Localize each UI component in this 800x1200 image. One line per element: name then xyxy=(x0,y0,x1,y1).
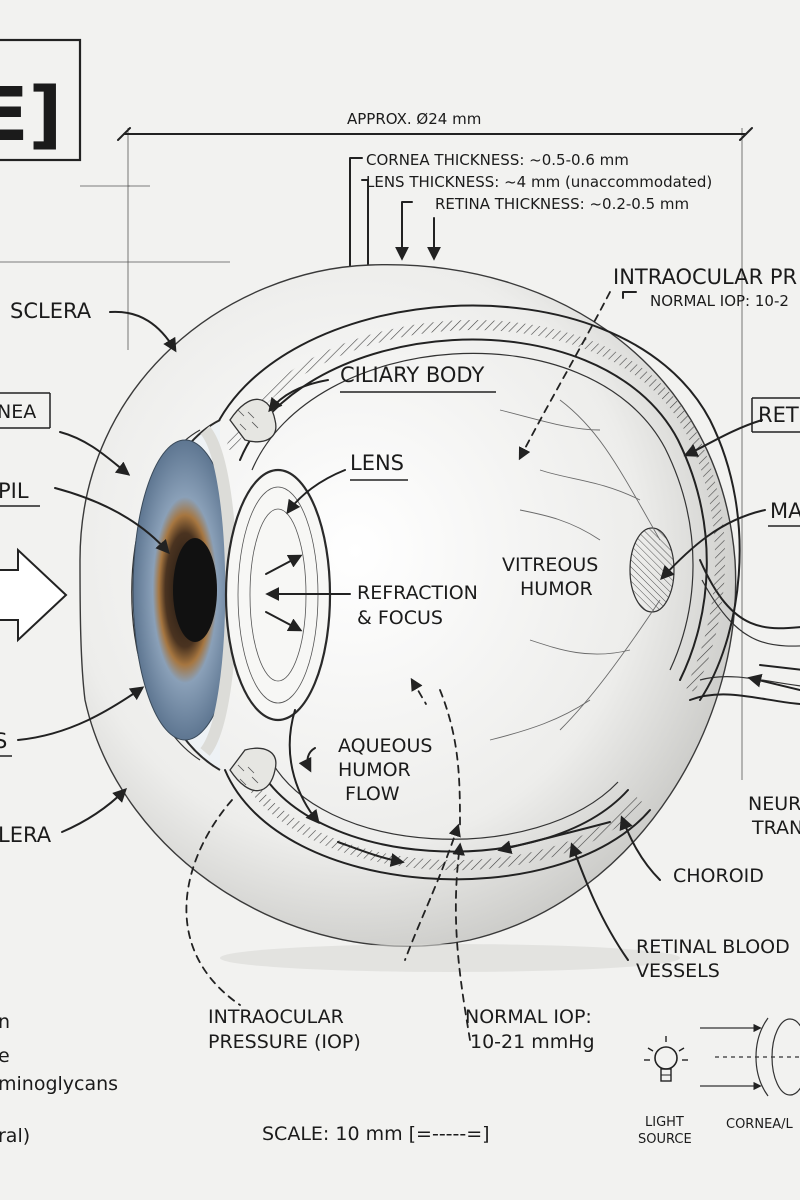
label-retina: RET xyxy=(758,403,799,427)
label-vessels-1: RETINAL BLOOD xyxy=(636,936,790,958)
label-vessels-2: VESSELS xyxy=(636,960,720,982)
label-choroid: CHOROID xyxy=(673,865,764,887)
label-iop-title: INTRAOCULAR PR xyxy=(613,265,797,289)
scale-label: SCALE: 10 mm [=-----=] xyxy=(262,1123,490,1145)
cornea-label-box: NEA xyxy=(0,393,50,428)
cornea-thickness-label: CORNEA THICKNESS: ~0.5-0.6 mm xyxy=(366,151,629,169)
note-line-4: ral) xyxy=(0,1125,30,1147)
retina-label-box: RET xyxy=(752,398,800,432)
label-vitreous-1: VITREOUS xyxy=(502,554,598,576)
label-pupil: PIL xyxy=(0,479,29,503)
label-aqueous-3: FLOW xyxy=(345,783,400,805)
label-iop-bottom-2: PRESSURE (IOP) xyxy=(208,1031,361,1053)
light-arrow xyxy=(0,550,66,640)
lens-thickness-label: LENS THICKNESS: ~4 mm (unaccommodated) xyxy=(366,173,712,191)
label-aqueous-2: HUMOR xyxy=(338,759,411,781)
diameter-label: APPROX. Ø24 mm xyxy=(347,110,481,128)
label-neural-1: NEUR xyxy=(748,793,800,815)
label-vitreous-2: HUMOR xyxy=(520,578,593,600)
note-line-2: e xyxy=(0,1045,10,1067)
note-line-1: n xyxy=(0,1011,10,1033)
retina-thickness-label: RETINA THICKNESS: ~0.2-0.5 mm xyxy=(435,195,689,213)
legend-light-2: SOURCE xyxy=(638,1132,692,1147)
label-iris: S xyxy=(0,729,7,753)
title-fragment: E] xyxy=(0,72,62,158)
legend-light-1: LIGHT xyxy=(645,1115,684,1130)
label-lens: LENS xyxy=(350,451,404,475)
diameter-dimension: APPROX. Ø24 mm xyxy=(118,110,752,140)
label-macula: MA xyxy=(770,499,800,523)
label-iop-sub: NORMAL IOP: 10-2 xyxy=(650,292,789,310)
legend: LIGHT SOURCE CORNEA/L xyxy=(638,1018,800,1147)
label-aqueous-1: AQUEOUS xyxy=(338,735,432,757)
label-sclera-bottom: LERA xyxy=(0,823,52,847)
label-cornea: NEA xyxy=(0,401,36,423)
macula xyxy=(630,528,674,612)
light-bulb-icon xyxy=(644,1036,688,1081)
label-ciliary-body: CILIARY BODY xyxy=(340,363,484,387)
title-box: E] xyxy=(0,40,80,160)
note-line-3: minoglycans xyxy=(0,1073,118,1095)
label-refraction-2: & FOCUS xyxy=(357,607,443,629)
label-normal-iop-1: NORMAL IOP: xyxy=(465,1006,592,1028)
label-neural-2: TRAN xyxy=(751,817,800,839)
legend-cornea-lens: CORNEA/L xyxy=(726,1117,794,1132)
cornea-lens-icon xyxy=(700,1018,800,1096)
label-sclera-top: SCLERA xyxy=(10,299,92,323)
label-iop-bottom-1: INTRAOCULAR xyxy=(208,1006,344,1028)
label-normal-iop-2: 10-21 mmHg xyxy=(470,1031,595,1053)
label-refraction-1: REFRACTION xyxy=(357,582,478,604)
notes: n e minoglycans ral) xyxy=(0,1011,118,1147)
